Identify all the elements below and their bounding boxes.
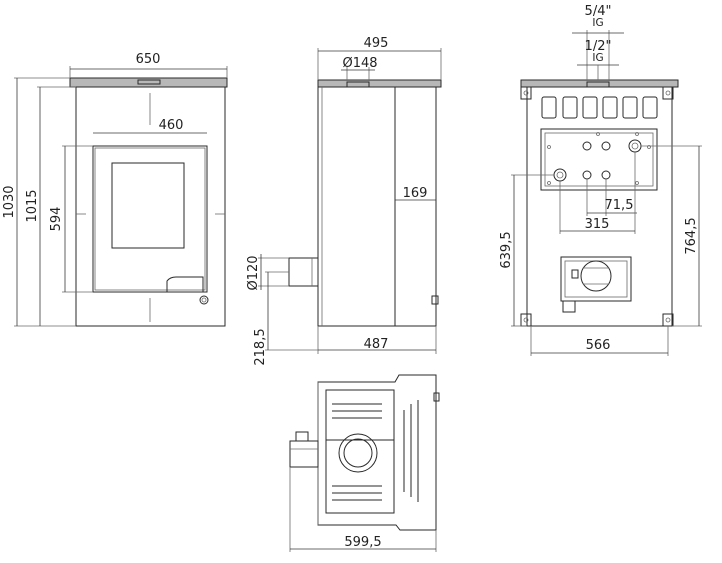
rear-view: 5/4" IG 1/2" IG 71,5 315 639,5 764,5 5 <box>499 4 702 356</box>
front-door <box>92 145 208 293</box>
total-height-label: 1030 <box>2 185 17 218</box>
top-flue-outer <box>338 433 378 473</box>
front-flue-stub <box>137 79 161 85</box>
rear-top-plate <box>520 79 679 88</box>
top-vent-lines <box>332 400 419 502</box>
side-depth-label: 495 <box>364 36 389 51</box>
air-inlet-pipe <box>288 257 319 287</box>
body-height-label: 1015 <box>25 189 40 222</box>
water-connection-plate <box>540 128 658 191</box>
pipe-top-thread-label: IG <box>592 17 603 29</box>
spacing-b-label: 315 <box>585 217 610 232</box>
pipe-small-thread-label: IG <box>592 52 603 64</box>
spacing-a-label: 71,5 <box>605 198 634 213</box>
top-view: 599,5 <box>289 374 440 552</box>
top-depth-label: 599,5 <box>344 535 381 550</box>
side-body <box>317 86 437 327</box>
side-bottom-depth-label: 487 <box>364 337 389 352</box>
vent-slots <box>541 96 658 119</box>
pipe-top-size-label: 5/4" <box>585 4 612 19</box>
rear-height-right-label: 764,5 <box>684 217 699 254</box>
inlet-diameter-label: Ø120 <box>246 255 261 290</box>
front-body <box>75 86 226 327</box>
rear-height-left-label: 639,5 <box>499 231 514 268</box>
rear-body <box>526 86 673 327</box>
front-glass <box>111 162 185 249</box>
air-control-knob <box>199 295 209 305</box>
door-width-label: 460 <box>159 118 184 133</box>
side-top-plate <box>317 79 442 88</box>
rear-width-label: 566 <box>586 338 611 353</box>
rear-air-inlet <box>580 260 612 292</box>
front-top-plate <box>69 77 228 88</box>
rear-air-inlet-housing <box>560 256 632 302</box>
pipe-small-size-label: 1/2" <box>585 39 612 54</box>
front-width-label: 650 <box>136 52 161 67</box>
top-flue-inner <box>343 438 373 468</box>
flue-diameter-label: Ø148 <box>342 56 377 71</box>
door-handle <box>166 276 204 292</box>
side-view: 495 Ø148 169 Ø120 218,5 487 <box>246 36 442 366</box>
front-view: 650 460 1030 1015 594 <box>2 52 228 327</box>
inlet-height-label: 218,5 <box>253 328 268 365</box>
top-air-inlet <box>289 440 319 468</box>
door-height-label: 594 <box>49 207 64 232</box>
offset-label: 169 <box>403 186 428 201</box>
top-body-inner <box>325 389 395 514</box>
